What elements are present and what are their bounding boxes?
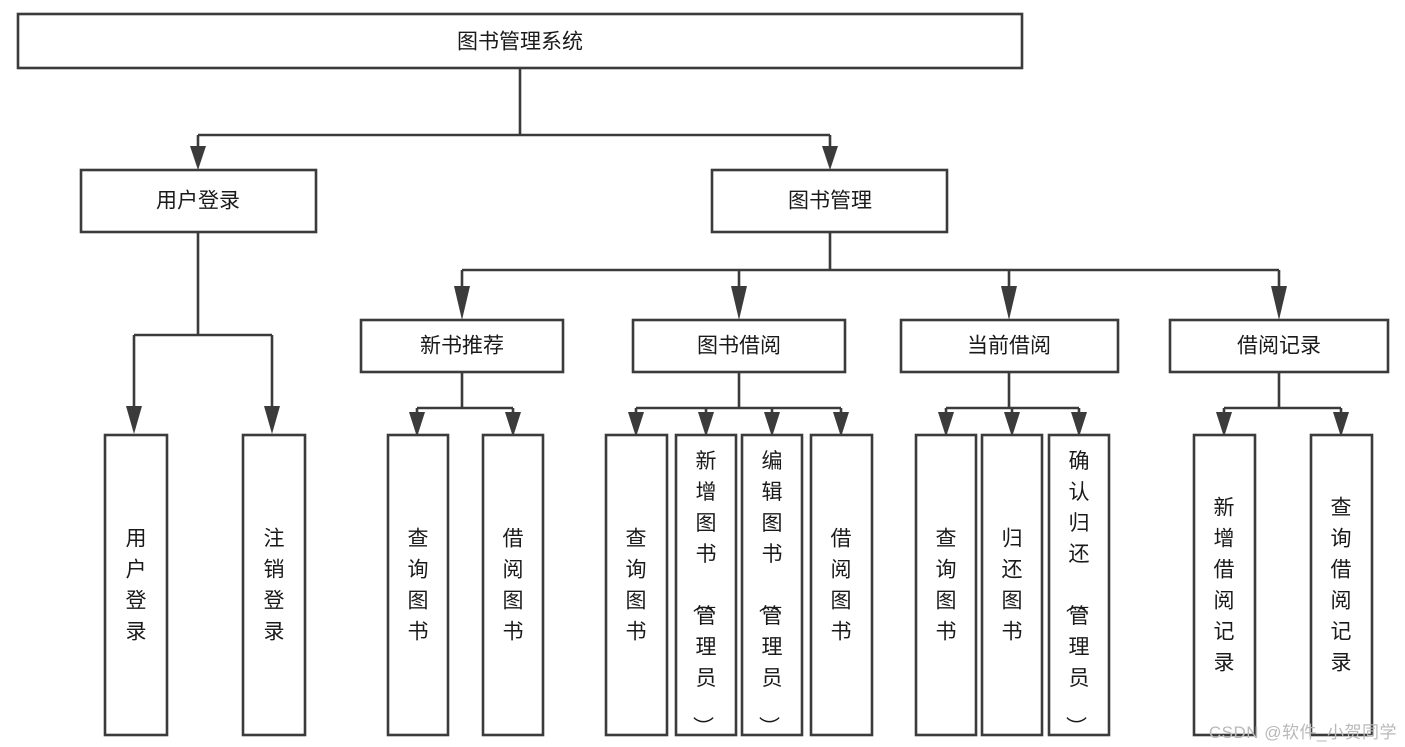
csdn-watermark: CSDN @软件_小贺同学 — [1208, 723, 1397, 742]
node-book-borrow-box[interactable] — [631, 318, 847, 374]
node-leaf-query-record[interactable]: 查询借阅记录 — [1309, 433, 1374, 737]
arrow-head-leaf-borrow-book-2 — [833, 412, 849, 437]
node-user-login-label: 用户登录 — [156, 190, 240, 213]
node-current-borrow-label: 当前借阅 — [967, 335, 1051, 358]
node-book-borrow[interactable]: 图书借阅 — [631, 318, 847, 374]
node-leaf-borrow-book-2[interactable]: 借阅图书 — [809, 433, 874, 737]
node-user-login[interactable]: 用户登录 — [79, 168, 318, 234]
arrow-head-leaf-query-book-3 — [938, 412, 954, 437]
node-leaf-borrow-book-1-label: 借阅图书 — [503, 528, 524, 644]
node-leaf-query-record-box[interactable] — [1309, 433, 1374, 737]
arrow-head-leaf-return-book — [1004, 412, 1020, 437]
node-leaf-return-book-label: 归还图书 — [1002, 528, 1023, 644]
node-leaf-query-book-1-box[interactable] — [386, 433, 450, 737]
arrow-head-leaf-query-book-1 — [409, 412, 425, 437]
node-current-borrow[interactable]: 当前借阅 — [899, 318, 1120, 374]
arrow-head-user-login — [190, 146, 206, 170]
node-leaf-user-logout-label: 注销登录 — [264, 528, 285, 644]
arrow-head-leaf-user-logout — [264, 406, 280, 434]
node-borrow-record[interactable]: 借阅记录 — [1168, 318, 1390, 374]
arrow-head-leaf-borrow-book-1 — [505, 412, 521, 437]
node-leaf-borrow-book-1-box[interactable] — [481, 433, 545, 737]
node-leaf-add-book-label: 新增图书（管理员） — [691, 450, 717, 737]
node-new-book-recommend-box[interactable] — [359, 318, 565, 374]
arrow-head-leaf-add-record — [1216, 412, 1232, 437]
node-leaf-edit-book-box[interactable] — [740, 433, 804, 737]
node-leaf-query-record-label: 查询借阅记录 — [1331, 497, 1352, 675]
arrow-head-leaf-query-book-2 — [628, 412, 644, 437]
node-leaf-query-book-1-label: 查询图书 — [408, 528, 429, 644]
arrow-head-current-borrow — [1001, 286, 1017, 320]
node-book-borrow-label: 图书借阅 — [697, 335, 781, 358]
node-leaf-add-book-box[interactable] — [674, 433, 738, 737]
node-leaf-query-book-3-label: 查询图书 — [936, 528, 957, 644]
node-leaf-user-logout[interactable]: 注销登录 — [241, 433, 307, 737]
node-leaf-borrow-book-2-label: 借阅图书 — [831, 528, 852, 644]
arrow-head-leaf-confirm-return — [1071, 412, 1087, 437]
node-root-box[interactable] — [16, 12, 1024, 70]
node-root[interactable]: 图书管理系统 — [16, 12, 1024, 70]
leaf-layer: 用户登录 注销登录 查询图书 借阅图书 查询图书 新增图书（管理员） 编辑图书（… — [103, 433, 1374, 737]
arrow-head-leaf-add-book — [698, 412, 714, 437]
node-leaf-borrow-book-2-box[interactable] — [809, 433, 874, 737]
node-leaf-edit-book[interactable]: 编辑图书（管理员） — [740, 433, 804, 737]
node-leaf-confirm-return[interactable]: 确认归还（管理员） — [1047, 433, 1111, 737]
node-leaf-borrow-book-1[interactable]: 借阅图书 — [481, 433, 545, 737]
node-book-management-box[interactable] — [710, 168, 949, 234]
node-leaf-query-book-1[interactable]: 查询图书 — [386, 433, 450, 737]
arrow-head-book-management — [822, 146, 838, 170]
arrow-head-borrow-record — [1271, 286, 1287, 320]
node-new-book-recommend-label: 新书推荐 — [420, 335, 504, 358]
arrow-head-book-borrow — [731, 286, 747, 320]
arrow-head-leaf-query-record — [1333, 412, 1349, 437]
node-leaf-add-book[interactable]: 新增图书（管理员） — [674, 433, 738, 737]
node-leaf-query-book-3[interactable]: 查询图书 — [914, 433, 978, 737]
node-current-borrow-box[interactable] — [899, 318, 1120, 374]
connector-layer — [126, 68, 1349, 437]
arrow-head-leaf-user-login — [126, 406, 142, 434]
node-leaf-query-book-2-box[interactable] — [604, 433, 669, 737]
node-leaf-confirm-return-box[interactable] — [1047, 433, 1111, 737]
node-leaf-user-login[interactable]: 用户登录 — [103, 433, 169, 737]
node-leaf-edit-book-label: 编辑图书（管理员） — [757, 450, 783, 737]
node-leaf-query-book-3-box[interactable] — [914, 433, 978, 737]
node-leaf-add-record[interactable]: 新增借阅记录 — [1192, 433, 1257, 737]
node-user-login-box[interactable] — [79, 168, 318, 234]
node-book-management[interactable]: 图书管理 — [710, 168, 949, 234]
node-book-management-label: 图书管理 — [788, 190, 872, 213]
arrow-head-leaf-edit-book — [764, 412, 780, 437]
node-root-label: 图书管理系统 — [457, 31, 583, 54]
node-new-book-recommend[interactable]: 新书推荐 — [359, 318, 565, 374]
node-leaf-confirm-return-label: 确认归还（管理员） — [1064, 450, 1090, 737]
node-leaf-user-logout-box[interactable] — [241, 433, 307, 737]
node-leaf-add-record-label: 新增借阅记录 — [1214, 497, 1235, 675]
node-borrow-record-box[interactable] — [1168, 318, 1390, 374]
node-borrow-record-label: 借阅记录 — [1237, 335, 1321, 358]
node-leaf-user-login-box[interactable] — [103, 433, 169, 737]
node-leaf-user-login-label: 用户登录 — [126, 528, 147, 644]
node-leaf-add-record-box[interactable] — [1192, 433, 1257, 737]
node-leaf-return-book-box[interactable] — [980, 433, 1044, 737]
node-leaf-query-book-2[interactable]: 查询图书 — [604, 433, 669, 737]
node-leaf-query-book-2-label: 查询图书 — [626, 528, 647, 644]
arrow-head-new-book-recommend — [454, 286, 470, 320]
node-leaf-return-book[interactable]: 归还图书 — [980, 433, 1044, 737]
